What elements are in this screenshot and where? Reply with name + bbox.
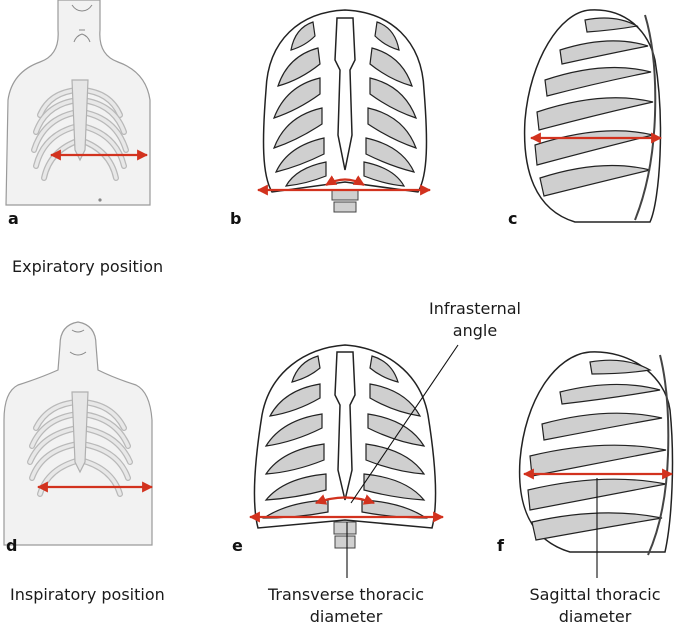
panel-c-ribcage-lateral-expiratory: c: [508, 10, 661, 228]
panel-label-a: a: [8, 209, 19, 228]
infrasternal-label-line1: Infrasternal: [429, 299, 521, 318]
panel-d-torso-inspiratory: d: [4, 322, 152, 555]
panel-label-f: f: [497, 536, 505, 555]
panel-label-e: e: [232, 536, 243, 555]
sagittal-label-line2: diameter: [559, 607, 632, 626]
panel-e-ribcage-inspiratory: e: [232, 345, 443, 555]
panel-b-ribcage-expiratory: b: [230, 10, 430, 228]
transverse-label-line1: Transverse thoracic: [267, 585, 424, 604]
panel-f-ribcage-lateral-inspiratory: f: [497, 352, 672, 555]
panel-label-c: c: [508, 209, 517, 228]
expiratory-label: Expiratory position: [12, 257, 163, 276]
transverse-label-line2: diameter: [310, 607, 383, 626]
panel-label-d: d: [6, 536, 17, 555]
panel-label-b: b: [230, 209, 241, 228]
infrasternal-label-line2: angle: [453, 321, 497, 340]
sagittal-label-line1: Sagittal thoracic: [529, 585, 660, 604]
panel-a-torso-expiratory: a: [6, 0, 150, 228]
inspiratory-label: Inspiratory position: [10, 585, 165, 604]
